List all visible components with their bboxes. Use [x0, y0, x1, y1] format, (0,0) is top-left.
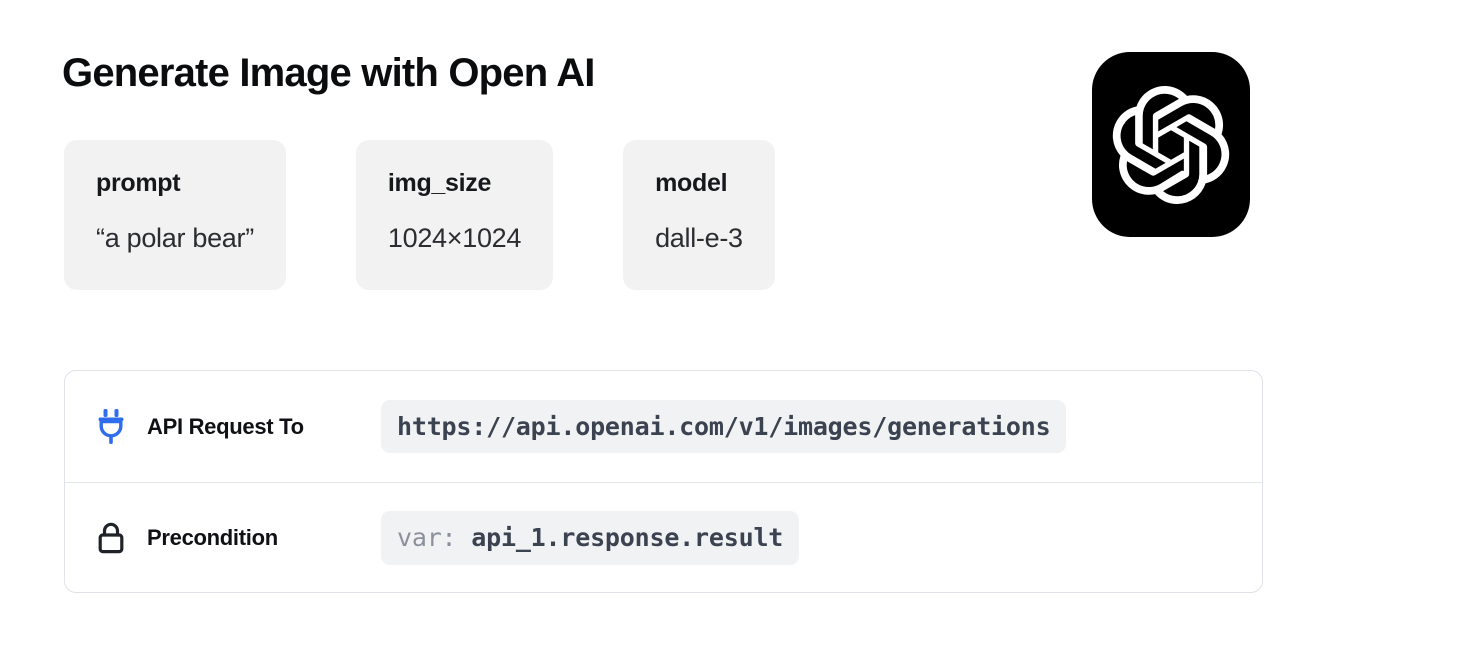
parameter-chip-list: prompt “a polar bear” img_size 1024×1024… — [64, 140, 775, 290]
precondition-value[interactable]: var: api_1.response.result — [381, 511, 800, 565]
parameter-value: “a polar bear” — [96, 223, 254, 253]
parameter-chip-prompt[interactable]: prompt “a polar bear” — [64, 140, 286, 290]
parameter-value: 1024×1024 — [387, 223, 522, 253]
plug-icon — [95, 407, 147, 447]
parameter-chip-model[interactable]: model dall-e-3 — [623, 140, 775, 290]
parameter-key: img_size — [387, 169, 492, 197]
api-endpoint-value[interactable]: https://api.openai.com/v1/images/generat… — [381, 399, 1067, 454]
page-title: Generate Image with Open AI — [62, 51, 595, 95]
parameter-key: model — [655, 169, 728, 197]
detail-card: API Request To https://api.openai.com/v1… — [64, 370, 1263, 593]
parameter-key: prompt — [96, 169, 181, 197]
precondition-var-prefix: var: — [397, 523, 472, 553]
parameter-chip-img-size[interactable]: img_size 1024×1024 — [355, 140, 554, 290]
detail-row-label: API Request To — [147, 413, 304, 439]
detail-row-api-request: API Request To https://api.openai.com/v1… — [65, 371, 1262, 482]
precondition-var-path: api_1.response.result — [471, 523, 784, 553]
detail-row-label: Precondition — [147, 525, 278, 550]
parameter-value: dall-e-3 — [655, 223, 743, 253]
openai-logo-icon — [1092, 52, 1250, 237]
detail-row-precondition: Precondition var: api_1.response.result — [65, 482, 1262, 592]
lock-icon — [95, 518, 147, 558]
